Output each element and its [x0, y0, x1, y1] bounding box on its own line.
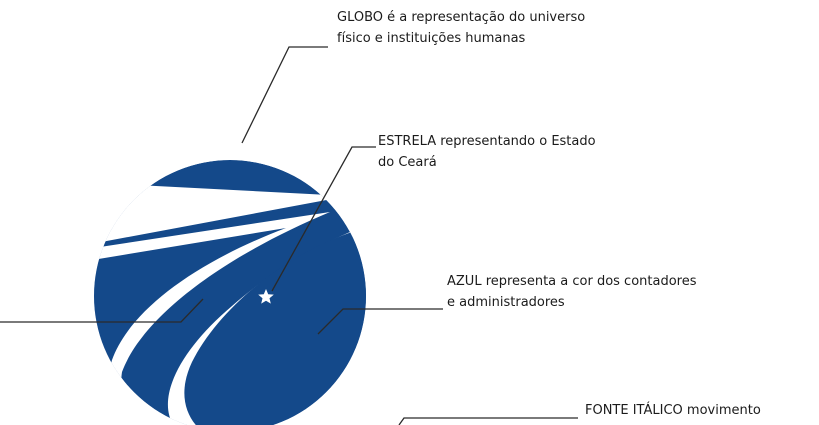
azul-annotation: AZUL representa a cor dos contadores e a… — [447, 271, 697, 313]
fonte-bottom-leader-line — [398, 417, 578, 425]
estrela-leader-line — [271, 146, 376, 292]
leader-lines — [0, 46, 578, 425]
fonte-annotation: FONTE ITÁLICO movimento — [585, 400, 761, 421]
estrela-annotation-line2: do Ceará — [378, 155, 437, 170]
globo-leader-line — [241, 46, 328, 144]
estrela-annotation: ESTRELA representando o Estado do Ceará — [378, 131, 596, 173]
star-icon — [258, 289, 274, 304]
azul-annotation-line1: AZUL representa a cor dos contadores — [447, 274, 697, 289]
azul-annotation-line2: e administradores — [447, 295, 565, 310]
globo-annotation-line2: físico e instituições humanas — [337, 31, 526, 46]
globo-annotation-line1: GLOBO é a representação do universo — [337, 10, 586, 25]
fonte-annotation-line1: FONTE ITÁLICO movimento — [585, 403, 761, 418]
globe-left-segment — [94, 228, 286, 425]
globo-annotation: GLOBO é a representação do universo físi… — [337, 7, 585, 49]
globe-top-band — [94, 160, 366, 246]
estrela-annotation-line1: ESTRELA representando o Estado — [378, 134, 596, 149]
azul-leader-line — [317, 308, 443, 335]
fonte-leader-line — [0, 298, 204, 323]
